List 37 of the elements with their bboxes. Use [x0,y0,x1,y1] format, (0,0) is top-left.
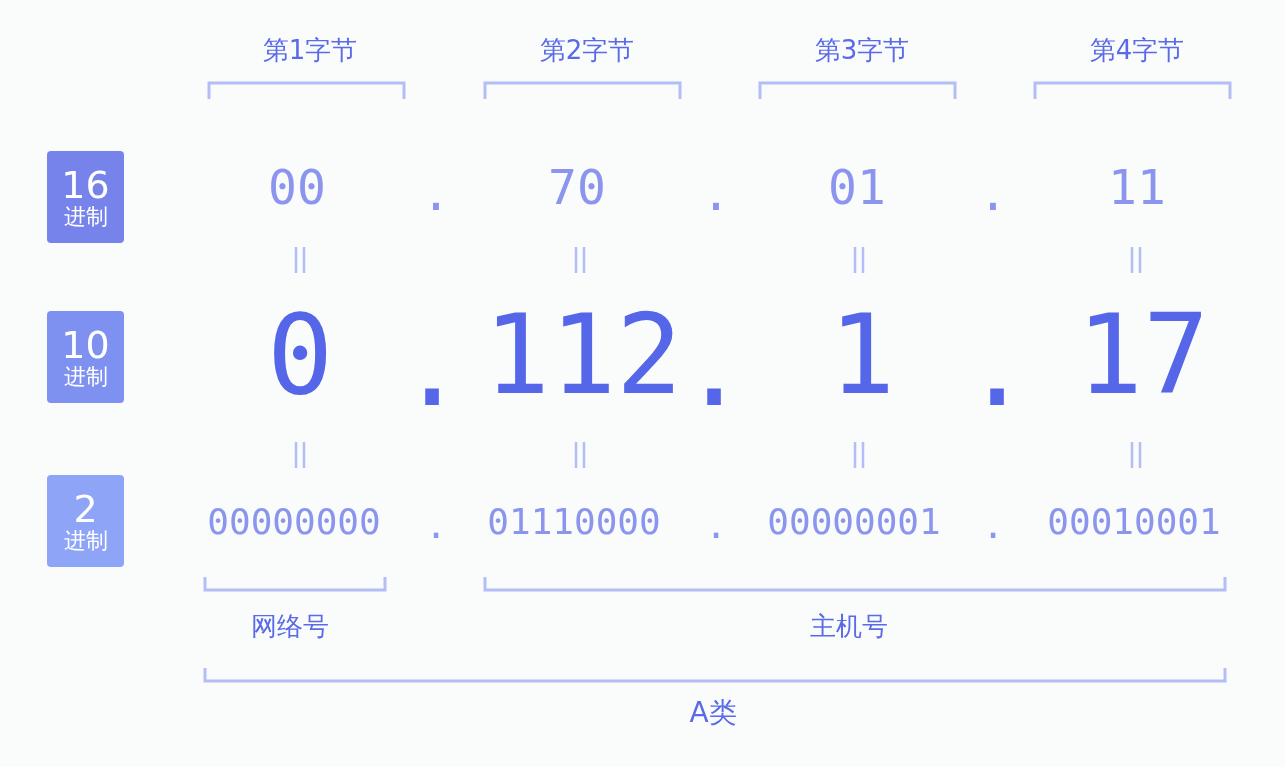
binary-value: 01110000 [487,504,661,540]
base-badge [47,311,124,403]
decimal-value: 0 [266,300,334,410]
base-badge [47,151,124,243]
base-badge [47,475,124,567]
base-number: 10 [61,325,110,366]
decimal-value: 17 [1076,300,1210,410]
separator-dot: . [398,312,466,422]
byte-label: 第3字节 [814,37,910,63]
byte-label: 第1字节 [262,37,358,63]
base-label: 进制 [63,529,108,553]
hex-value: 01 [828,163,886,211]
host-id-label: 主机号 [810,613,888,639]
decimal-value: 112 [483,300,683,410]
binary-value: 00000001 [767,504,941,540]
separator-dot: . [421,169,451,217]
separator-dot: . [705,508,727,544]
separator-dot: . [680,312,748,422]
base-label: 进制 [63,205,108,229]
class-label: A类 [689,699,737,727]
separator-dot: . [982,508,1004,544]
base-label: 进制 [63,365,108,389]
byte-label: 第4字节 [1089,37,1185,63]
separator-dot: . [963,312,1031,422]
binary-value: 00010001 [1047,504,1221,540]
hex-value: 70 [548,163,606,211]
hex-value: 00 [268,163,326,211]
base-number: 2 [73,489,98,530]
binary-value: 00000000 [207,504,381,540]
network-id-label: 网络号 [251,613,329,639]
base-number: 16 [61,165,110,206]
hex-value: 11 [1108,163,1166,211]
separator-dot: . [701,169,731,217]
byte-label: 第2字节 [539,37,635,63]
separator-dot: . [425,508,447,544]
separator-dot: . [978,169,1008,217]
decimal-value: 1 [828,300,896,410]
